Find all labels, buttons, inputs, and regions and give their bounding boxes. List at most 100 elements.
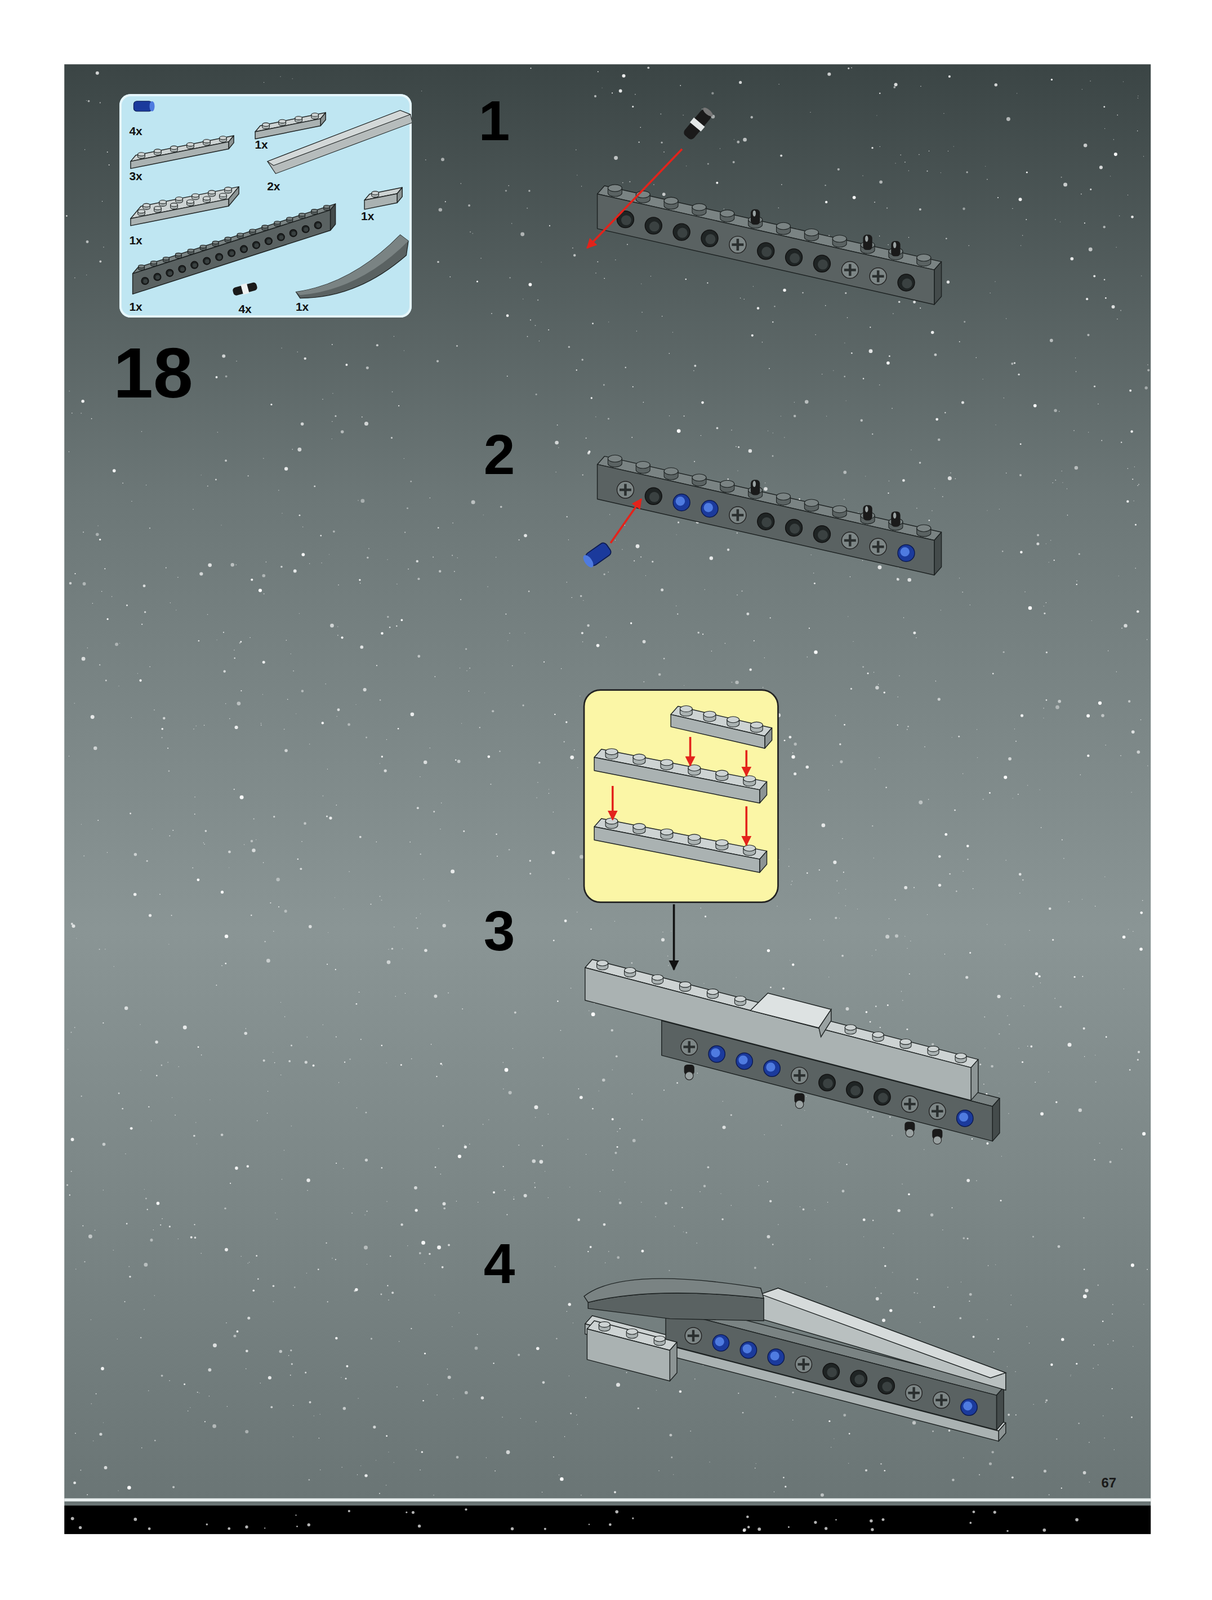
stars — [942, 1230, 943, 1231]
stars — [870, 1528, 874, 1532]
stars — [1097, 1285, 1099, 1287]
stars — [940, 172, 942, 173]
stars — [97, 525, 98, 527]
stars — [225, 703, 226, 704]
stars — [107, 151, 109, 153]
stars — [632, 386, 634, 388]
stars — [994, 281, 996, 282]
stars — [536, 1347, 540, 1351]
stars — [1104, 876, 1105, 878]
stars — [676, 1082, 679, 1085]
stars — [215, 479, 217, 481]
stars — [263, 82, 265, 83]
stars — [767, 949, 770, 953]
substep-3-illustration — [765, 1062, 775, 1072]
stars — [435, 1076, 438, 1078]
stars — [290, 1044, 293, 1047]
stars — [442, 1065, 443, 1066]
stars — [205, 830, 208, 833]
stars — [662, 932, 664, 934]
stars — [523, 1194, 528, 1198]
stars — [1070, 1376, 1071, 1378]
stars — [635, 544, 640, 549]
stars — [461, 1008, 463, 1010]
stars — [1048, 1494, 1050, 1496]
stars — [612, 1070, 613, 1071]
stars — [257, 1279, 259, 1281]
stars — [99, 664, 101, 666]
sub-assembly-callout — [660, 829, 674, 836]
stars — [838, 893, 840, 894]
stars — [101, 201, 103, 202]
stars — [131, 501, 132, 502]
stars — [533, 1105, 538, 1110]
stars — [102, 1022, 104, 1024]
substep-1-illustration — [597, 185, 942, 270]
stars — [1040, 982, 1041, 984]
stars — [953, 145, 955, 147]
stars — [1139, 947, 1143, 952]
stars — [850, 352, 853, 355]
stars — [997, 1338, 1000, 1341]
stars — [616, 1131, 618, 1133]
stars — [344, 1062, 346, 1064]
stars — [848, 1463, 849, 1465]
stars — [65, 66, 1150, 1533]
stars — [415, 918, 417, 920]
stars — [793, 772, 797, 776]
stars — [235, 564, 237, 566]
stars — [342, 1168, 344, 1170]
stars — [395, 996, 396, 997]
stars — [799, 1206, 801, 1208]
sub-assembly-callout — [594, 757, 760, 804]
stars — [243, 844, 245, 845]
substep-2-illustration — [692, 474, 707, 481]
stars — [743, 299, 745, 300]
stars — [874, 768, 876, 770]
stars — [524, 633, 525, 634]
stars — [696, 1242, 697, 1244]
stars — [873, 671, 875, 673]
stars — [581, 185, 582, 187]
stars — [907, 725, 909, 728]
stars — [1109, 1161, 1112, 1164]
stars — [894, 82, 898, 87]
stars — [704, 589, 706, 591]
stars — [453, 571, 456, 573]
stars — [727, 478, 729, 481]
stars — [337, 635, 339, 637]
stars — [81, 399, 85, 404]
sub-assembly-callout — [584, 690, 778, 903]
stars — [732, 161, 735, 164]
stars — [335, 1163, 337, 1165]
stars — [279, 1350, 283, 1354]
sub-assembly-callout — [605, 818, 618, 825]
stars — [417, 1525, 421, 1528]
substep-3-illustration — [736, 1053, 753, 1070]
stars — [614, 1152, 617, 1155]
stars — [596, 261, 599, 263]
stars — [843, 1414, 846, 1418]
stars — [146, 860, 149, 863]
stars — [1067, 514, 1068, 516]
stars — [360, 1039, 362, 1041]
stars — [273, 816, 275, 818]
stars — [1081, 88, 1083, 90]
stars — [207, 1368, 212, 1372]
stars — [424, 1263, 425, 1265]
stars — [832, 861, 837, 865]
substep-3-illustration — [929, 1103, 946, 1120]
stars — [82, 582, 87, 586]
stars — [1026, 1326, 1028, 1329]
stars — [203, 844, 205, 845]
substep-2-illustration — [610, 499, 641, 544]
stars — [506, 375, 509, 377]
stars — [835, 715, 836, 716]
stars — [872, 1219, 874, 1222]
stars — [161, 1218, 163, 1220]
stars — [88, 1235, 93, 1240]
substep-2-illustration — [841, 532, 859, 550]
stars — [673, 1475, 674, 1476]
stars — [534, 1182, 536, 1184]
stars — [643, 402, 644, 403]
